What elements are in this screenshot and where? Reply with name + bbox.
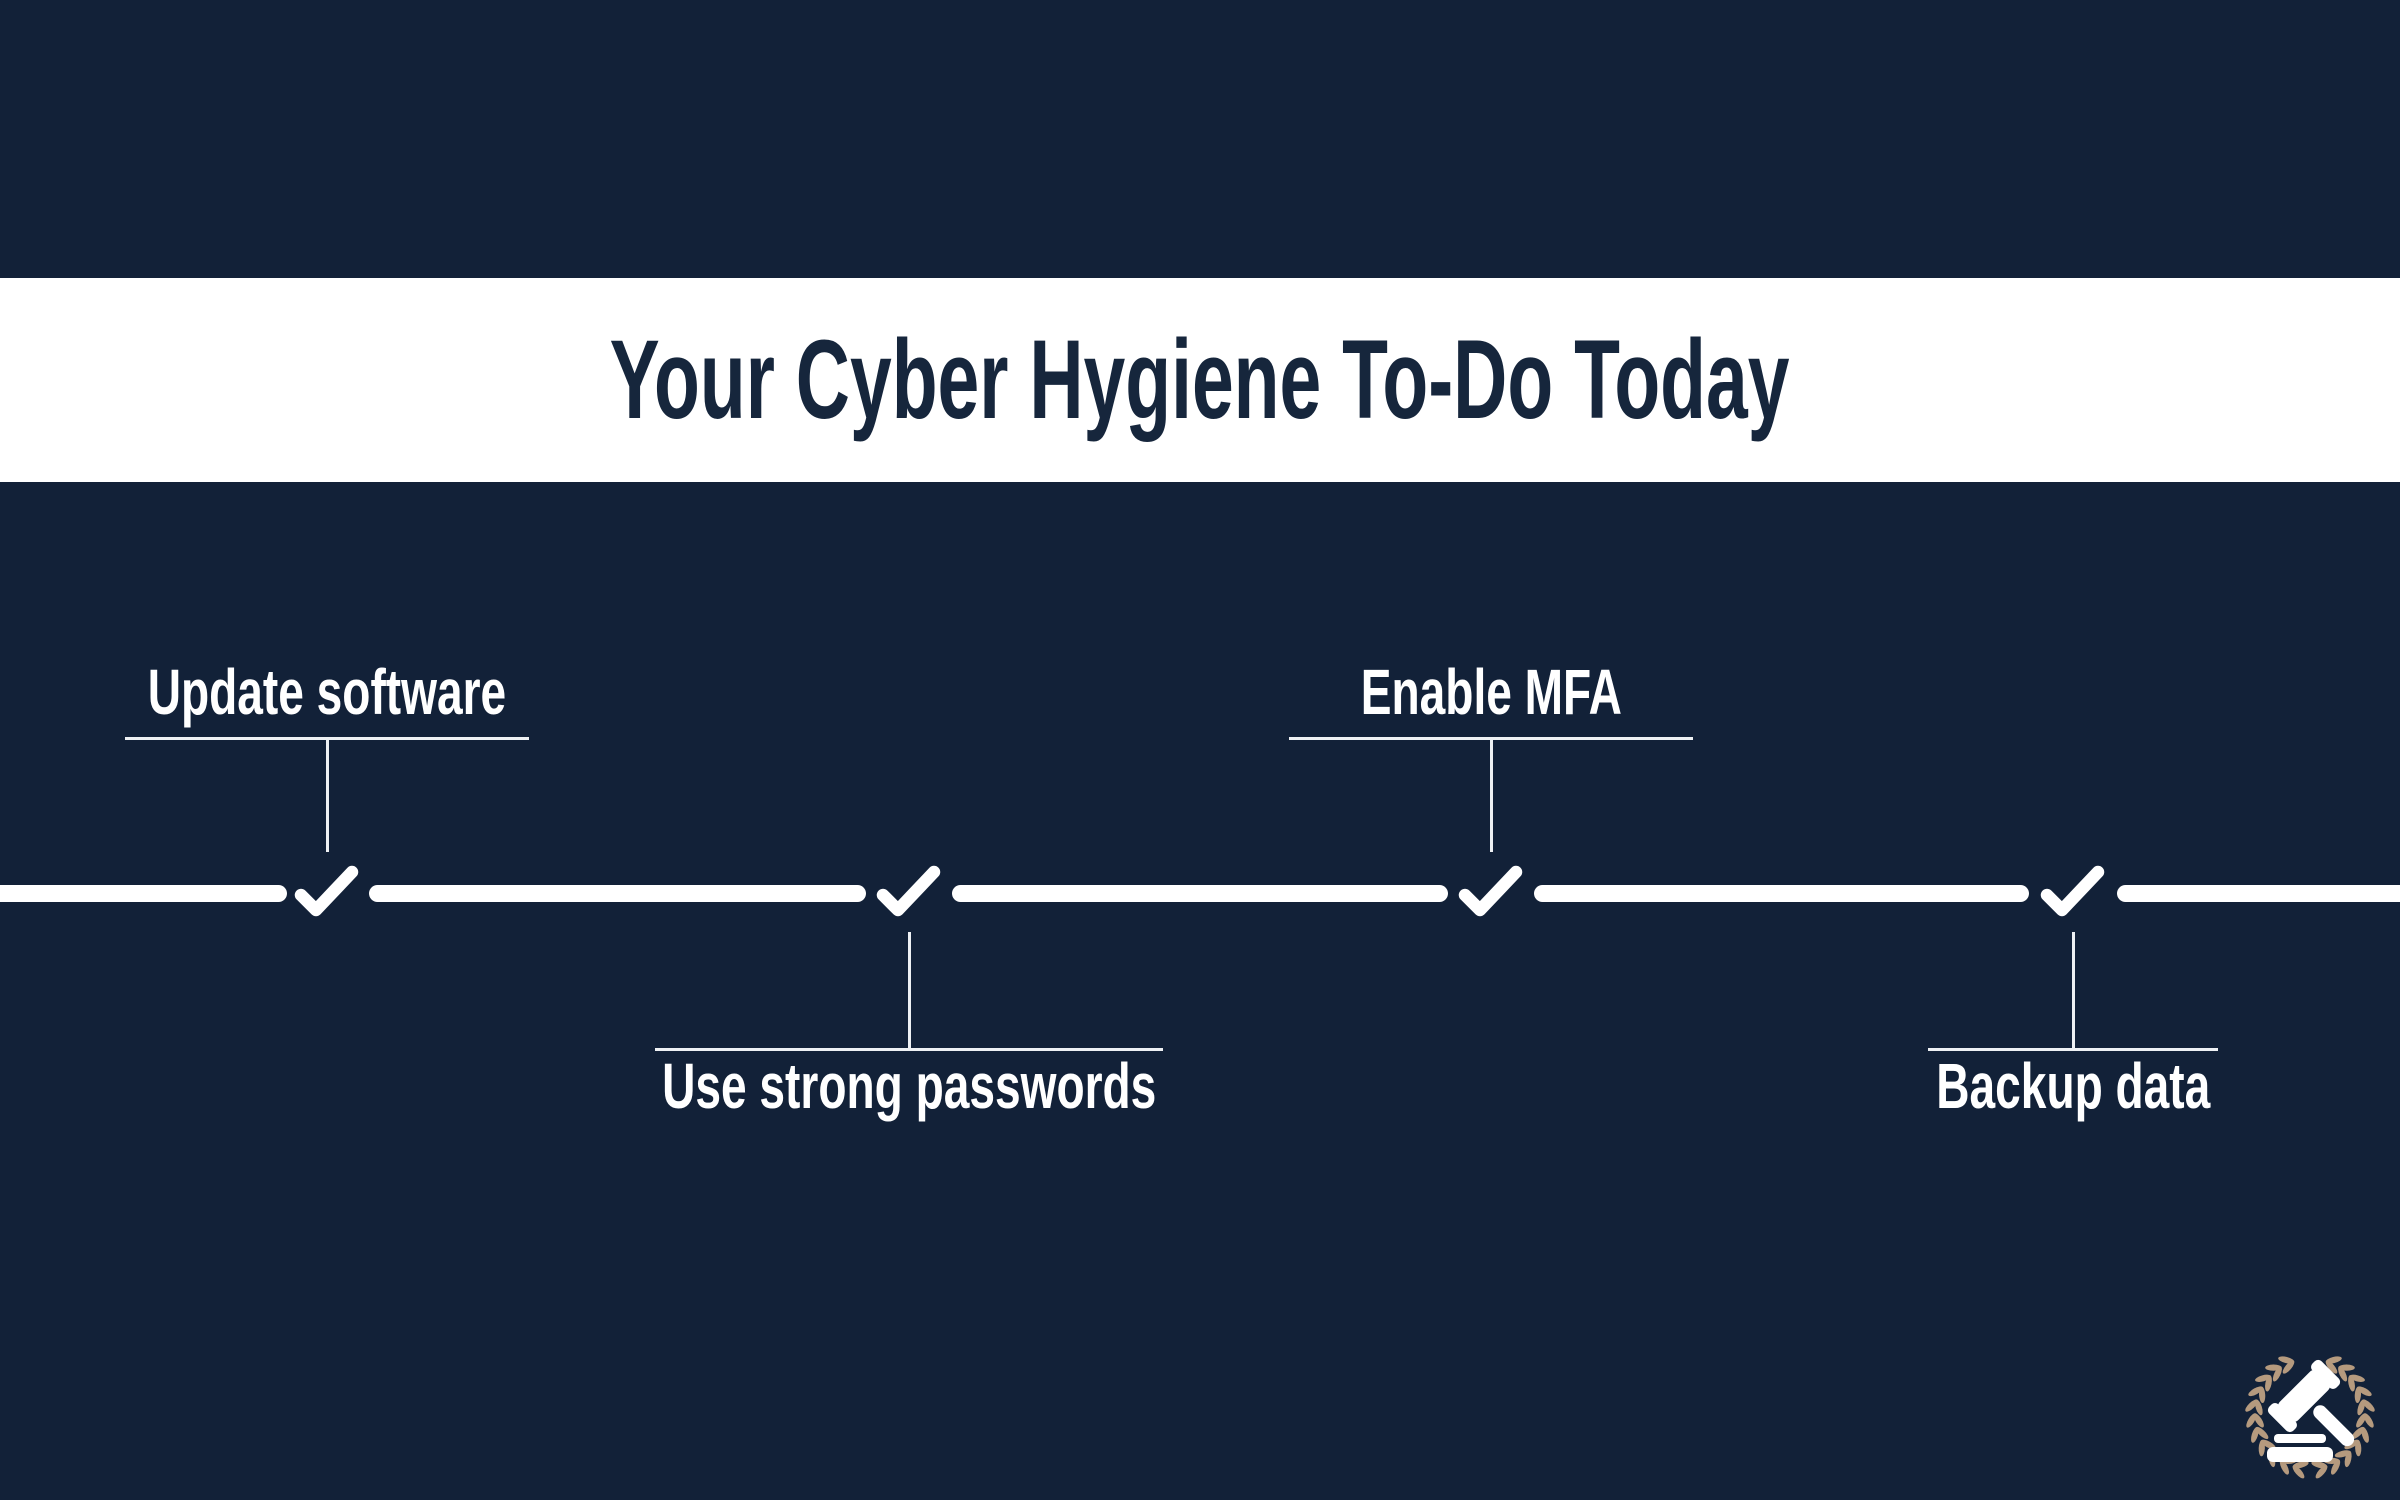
logo [2245, 1356, 2375, 1479]
task-label-use-strong-passwords: Use strong passwords [509, 1052, 1309, 1120]
page-title: Your Cyber Hygiene To-Do Today [610, 317, 1790, 442]
timeline-segment [0, 885, 287, 902]
connector-line [907, 932, 911, 1048]
title-band: Your Cyber Hygiene To-Do Today [0, 278, 2400, 482]
check-icon [294, 865, 359, 917]
task-label-text: Enable MFA [1360, 656, 1622, 728]
connector-line [325, 740, 329, 852]
check-icon [2040, 865, 2105, 917]
timeline-segment [1534, 885, 2029, 902]
task-label-enable-mfa: Enable MFA [1091, 658, 1891, 726]
label-rule [1928, 1048, 2218, 1051]
check-icon [876, 865, 941, 917]
connector-line [2071, 932, 2075, 1048]
label-rule [125, 737, 529, 740]
connector-line [1489, 740, 1493, 852]
timeline-segment [2117, 885, 2400, 902]
label-rule [655, 1048, 1163, 1051]
label-rule [1289, 737, 1693, 740]
task-label-update-software: Update software [0, 658, 727, 726]
task-label-text: Update software [147, 656, 507, 728]
gavel-icon [2267, 1359, 2355, 1462]
timeline-segment [952, 885, 1448, 902]
laurel-wreath-icon [2245, 1356, 2375, 1479]
check-icon [1458, 865, 1523, 917]
task-label-text: Backup data [1935, 1050, 2211, 1122]
task-label-text: Use strong passwords [661, 1050, 1157, 1122]
timeline-segment [369, 885, 866, 902]
task-label-backup-data: Backup data [1673, 1052, 2400, 1120]
